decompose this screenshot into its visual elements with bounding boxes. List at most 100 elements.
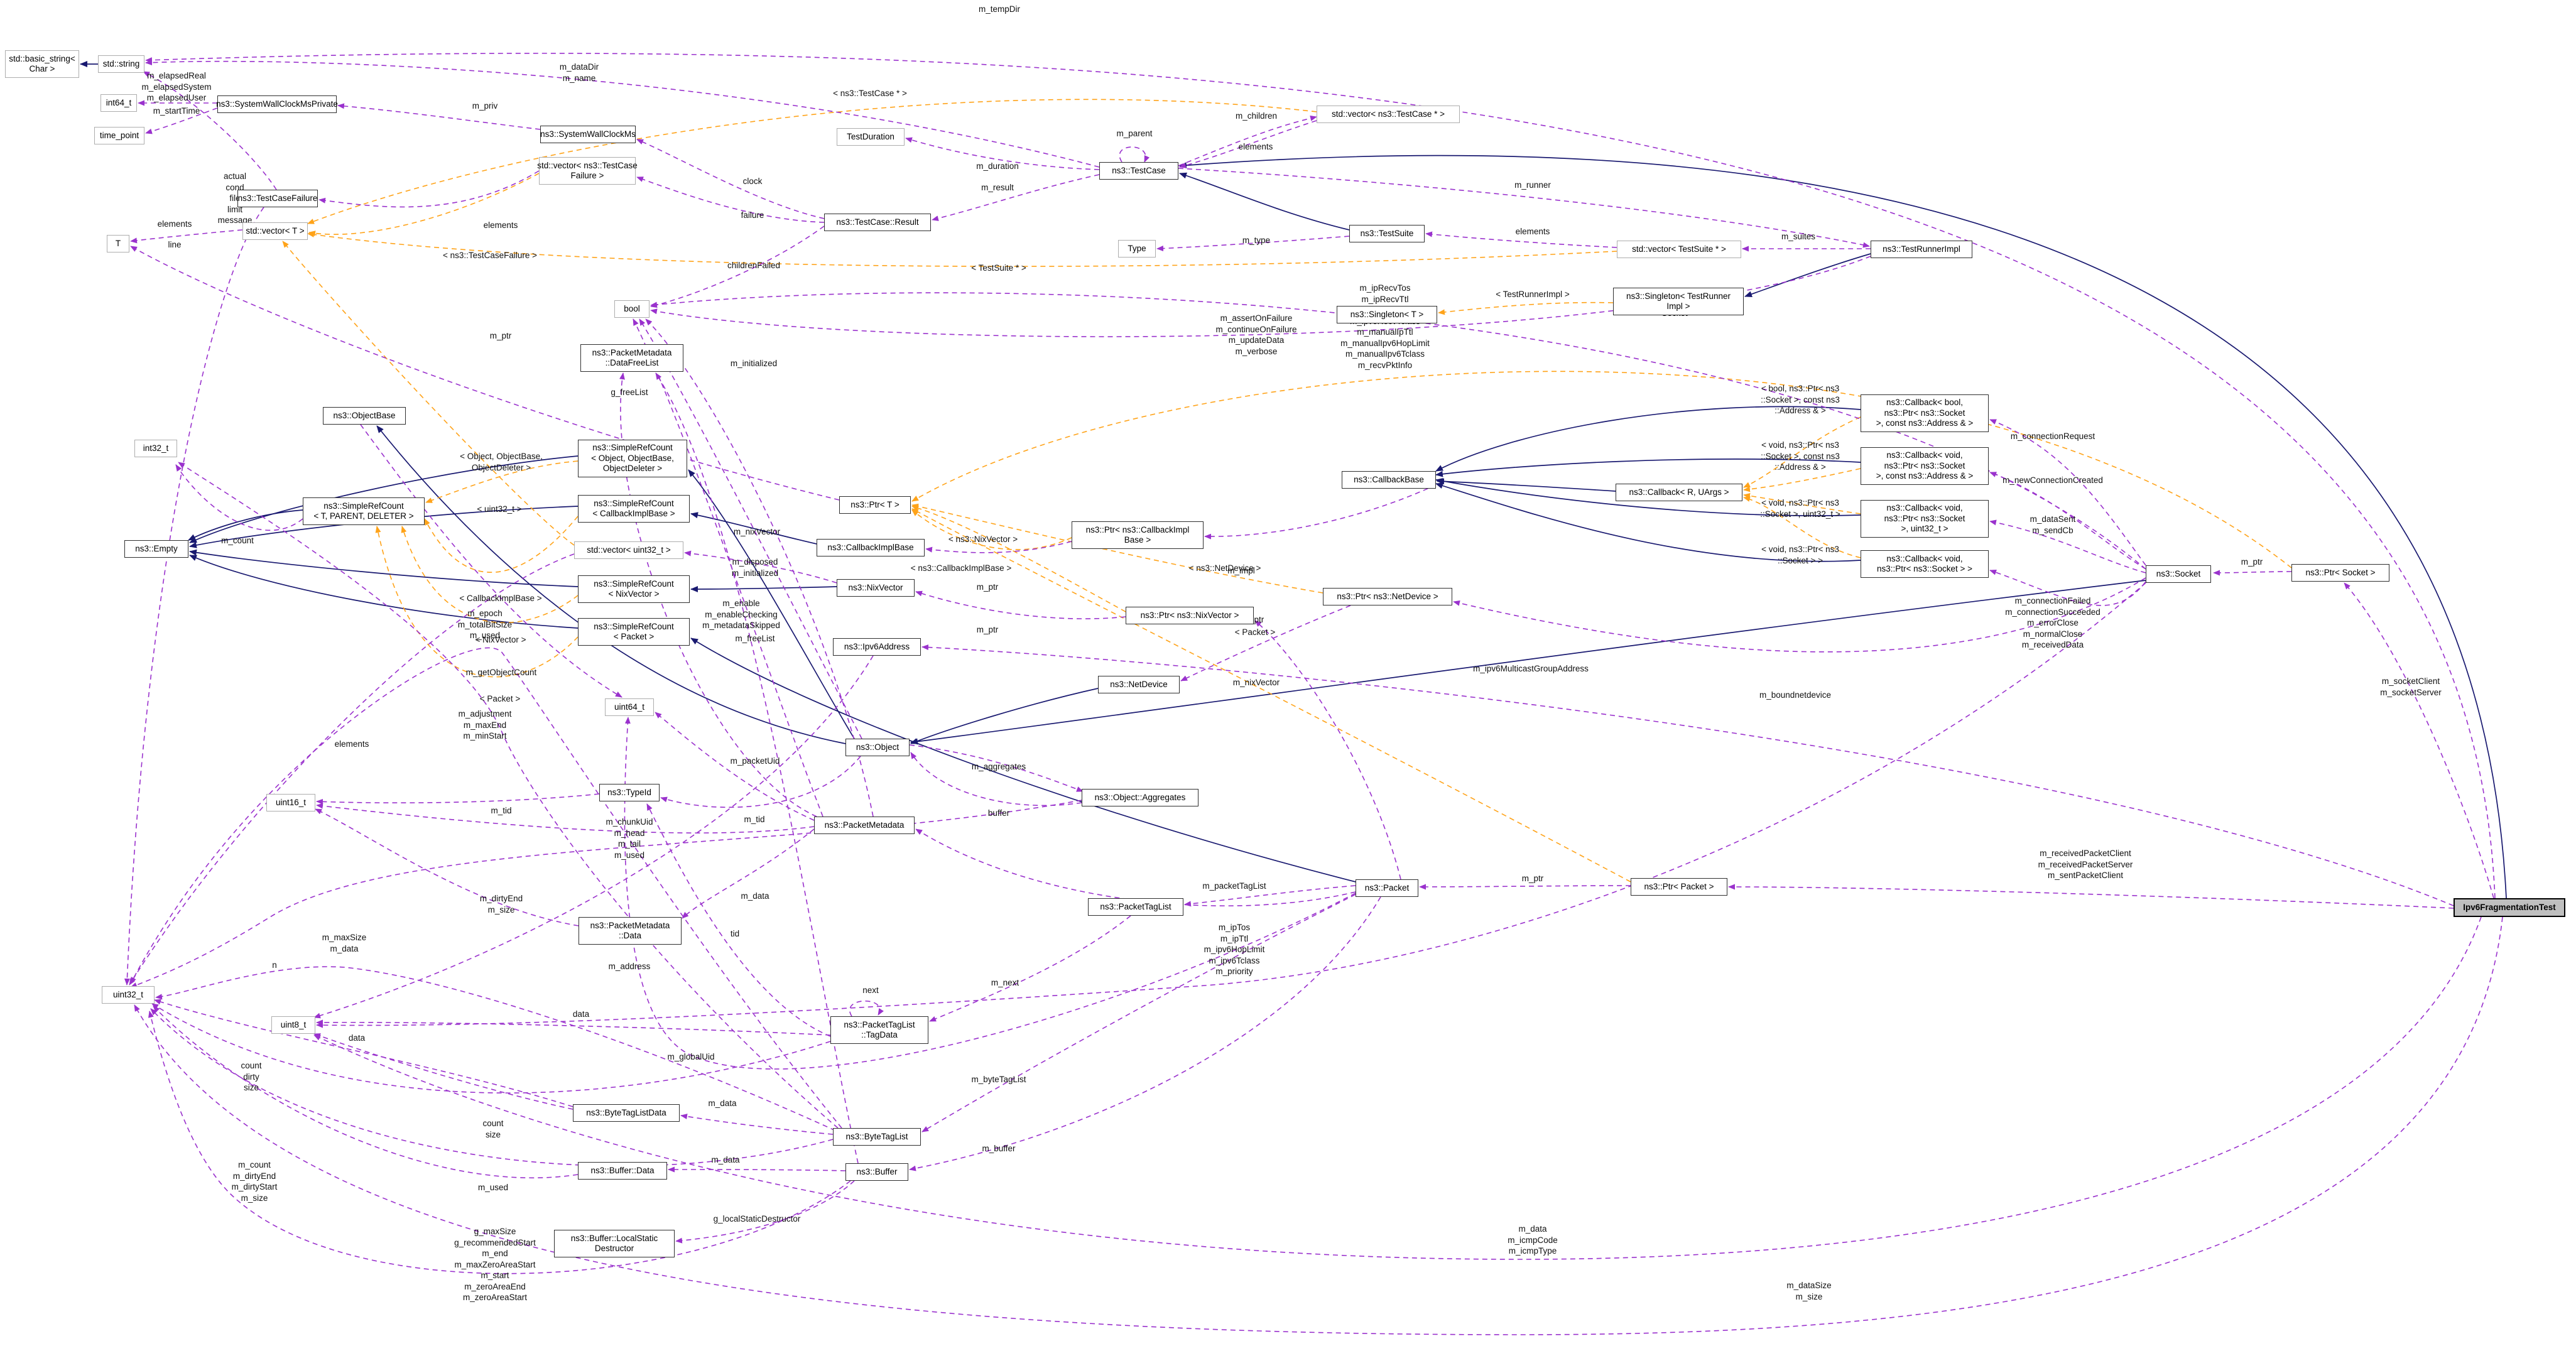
node-singleton_t-line: ns3::Singleton< T >	[1350, 309, 1424, 319]
edge-member-89	[316, 1019, 831, 1036]
node-packettaglist[interactable]: ns3::PacketTagList	[1088, 898, 1183, 916]
node-singleton_t[interactable]: ns3::Singleton< T >	[1337, 306, 1437, 323]
node-T_box[interactable]: T	[107, 235, 129, 252]
node-src_nix[interactable]: ns3::SimpleRefCount< NixVector >	[578, 575, 690, 603]
node-object_box[interactable]: ns3::Object	[845, 739, 910, 756]
node-typeid[interactable]: ns3::TypeId	[599, 784, 660, 801]
edge-template-21	[308, 173, 540, 237]
edge-member-100	[1989, 570, 2146, 606]
node-time_point[interactable]: time_point	[94, 127, 144, 144]
node-testcase-line: ns3::TestCase	[1112, 165, 1166, 175]
node-ipv6address[interactable]: ns3::Ipv6Address	[833, 638, 921, 656]
edge-member-104	[849, 1001, 884, 1017]
node-cb_bool[interactable]: ns3::Callback< bool,ns3::Ptr< ns3::Socke…	[1861, 394, 1989, 432]
node-vector_t[interactable]: std::vector< T >	[242, 222, 308, 240]
edge-member-116	[148, 1011, 851, 1274]
node-std_string[interactable]: std::string	[98, 55, 144, 73]
node-datafreelist-line: ns3::PacketMetadata	[592, 347, 672, 357]
node-tagdata[interactable]: ns3::PacketTagList::TagData	[830, 1016, 928, 1044]
node-uint32_t[interactable]: uint32_t	[102, 986, 155, 1004]
node-vector_u32[interactable]: std::vector< uint32_t >	[574, 541, 683, 559]
node-buffer[interactable]: ns3::Buffer	[845, 1163, 908, 1181]
node-ptr_t[interactable]: ns3::Ptr< T >	[839, 496, 911, 514]
node-testcase[interactable]: ns3::TestCase	[1099, 162, 1178, 180]
node-src_tpd[interactable]: ns3::SimpleRefCount< T, PARENT, DELETER …	[303, 497, 425, 525]
node-type_box-line: Type	[1128, 243, 1146, 253]
node-uint8_t[interactable]: uint8_t	[271, 1016, 315, 1034]
edge-template-36	[1743, 468, 1861, 492]
node-vector_ts_ptr[interactable]: std::vector< TestSuite * >	[1617, 241, 1741, 258]
node-int64_t[interactable]: int64_t	[101, 94, 137, 112]
member-edge-label-89: m_buffer	[982, 1144, 1016, 1153]
node-cb_void_addr[interactable]: ns3::Callback< void,ns3::Ptr< ns3::Socke…	[1861, 447, 1989, 485]
node-src_cib-line: ns3::SimpleRefCount	[594, 498, 674, 508]
node-tc_result[interactable]: ns3::TestCase::Result	[824, 214, 931, 231]
node-bytetaglist[interactable]: ns3::ByteTagList	[833, 1128, 921, 1146]
node-cb_void_u32[interactable]: ns3::Callback< void,ns3::Ptr< ns3::Socke…	[1861, 500, 1989, 538]
node-testsuite-line: ns3::TestSuite	[1360, 228, 1414, 238]
node-src_cib[interactable]: ns3::SimpleRefCount< CallbackImplBase >	[578, 495, 690, 523]
node-sysclock-line: ns3::SystemWallClockMs	[540, 129, 636, 139]
member-edge-label-73: m_dirtyEnd m_size	[479, 894, 523, 915]
member-edge-label-2: m_priv	[472, 101, 498, 111]
node-socket-line: ns3::Socket	[2156, 568, 2201, 578]
node-testsuite[interactable]: ns3::TestSuite	[1349, 225, 1425, 242]
edge-inherit-9	[690, 512, 817, 545]
node-ptr_packet[interactable]: ns3::Ptr< Packet >	[1631, 878, 1727, 896]
node-uint16_t[interactable]: uint16_t	[266, 794, 315, 811]
node-vector_tc_ptr[interactable]: std::vector< ns3::TestCase * >	[1317, 106, 1460, 123]
node-basic_string[interactable]: std::basic_string<Char >	[5, 50, 79, 78]
node-netdevice[interactable]: ns3::NetDevice	[1098, 676, 1180, 693]
node-bool_box[interactable]: bool	[614, 300, 649, 318]
node-datafreelist[interactable]: ns3::PacketMetadata::DataFreeList	[580, 344, 683, 372]
node-objectbase[interactable]: ns3::ObjectBase	[323, 407, 406, 425]
node-vector_u32-line: std::vector< uint32_t >	[587, 545, 671, 555]
node-src_nix-line: ns3::SimpleRefCount	[594, 578, 674, 589]
node-ipv6fragtest-line: Ipv6FragmentationTest	[2463, 902, 2556, 912]
node-ptr_nix[interactable]: ns3::Ptr< ns3::NixVector >	[1126, 607, 1254, 624]
member-edge-label-18: elements	[1238, 142, 1273, 151]
node-bufferdata[interactable]: ns3::Buffer::Data	[578, 1162, 667, 1180]
node-aggregates[interactable]: ns3::Object::Aggregates	[1082, 789, 1198, 806]
member-edge-label-39: m_enable m_enableChecking m_metadataSkip…	[702, 599, 780, 631]
node-ipv6fragtest[interactable]: Ipv6FragmentationTest	[2454, 898, 2565, 917]
node-uint64_t[interactable]: uint64_t	[605, 698, 654, 716]
node-ptr_netdev[interactable]: ns3::Ptr< ns3::NetDevice >	[1323, 588, 1452, 605]
node-cb_void[interactable]: ns3::Callback< void,ns3::Ptr< ns3::Socke…	[1861, 550, 1989, 578]
node-nixvector[interactable]: ns3::NixVector	[837, 579, 915, 597]
node-callback_ru[interactable]: ns3::Callback< R, UArgs >	[1616, 484, 1742, 501]
node-type_box[interactable]: Type	[1118, 240, 1156, 258]
node-testrunnerimpl[interactable]: ns3::TestRunnerImpl	[1871, 241, 1972, 258]
edge-inherit-14	[1435, 478, 1861, 516]
node-ptr_socket[interactable]: ns3::Ptr< Socket >	[2291, 564, 2389, 582]
node-sysclock_priv[interactable]: ns3::SystemWallClockMsPrivate	[216, 95, 338, 113]
edge-template-27	[424, 516, 579, 573]
edge-inherit-8	[690, 638, 1356, 882]
edge-member-111	[675, 1180, 855, 1244]
node-tc_result-line: ns3::TestCase::Result	[836, 217, 919, 227]
node-testduration[interactable]: TestDuration	[837, 128, 905, 146]
node-cb_void_addr-line: ns3::Callback< void,	[1886, 450, 1963, 460]
node-testcasefailure[interactable]: ns3::TestCaseFailure	[237, 190, 318, 207]
node-sysclock[interactable]: ns3::SystemWallClockMs	[540, 126, 636, 143]
template-arg-label-49: < Packet >	[1234, 627, 1276, 637]
node-int32_t[interactable]: int32_t	[134, 440, 177, 457]
node-btldata[interactable]: ns3::ByteTagListData	[573, 1104, 680, 1122]
node-socket[interactable]: ns3::Socket	[2146, 565, 2211, 583]
node-ptr_cib-line: ns3::Ptr< ns3::CallbackImpl	[1085, 524, 1190, 535]
member-edge-label-62: m_socketClient m_socketServer	[2380, 676, 2442, 697]
node-empty[interactable]: ns3::Empty	[124, 540, 188, 558]
node-cbimplbase[interactable]: ns3::CallbackImplBase	[817, 539, 925, 556]
node-packetmetadata[interactable]: ns3::PacketMetadata	[814, 817, 915, 834]
node-pmdata[interactable]: ns3::PacketMetadata::Data	[579, 917, 682, 945]
node-packet[interactable]: ns3::Packet	[1356, 879, 1418, 897]
edge-template-30	[911, 509, 1072, 550]
node-src_pkt[interactable]: ns3::SimpleRefCount< Packet >	[578, 618, 690, 646]
node-src_ood[interactable]: ns3::SimpleRefCount< Object, ObjectBase,…	[578, 440, 687, 477]
node-ptr_socket-line: ns3::Ptr< Socket >	[2305, 567, 2376, 577]
node-callbackbase[interactable]: ns3::CallbackBase	[1342, 471, 1436, 489]
